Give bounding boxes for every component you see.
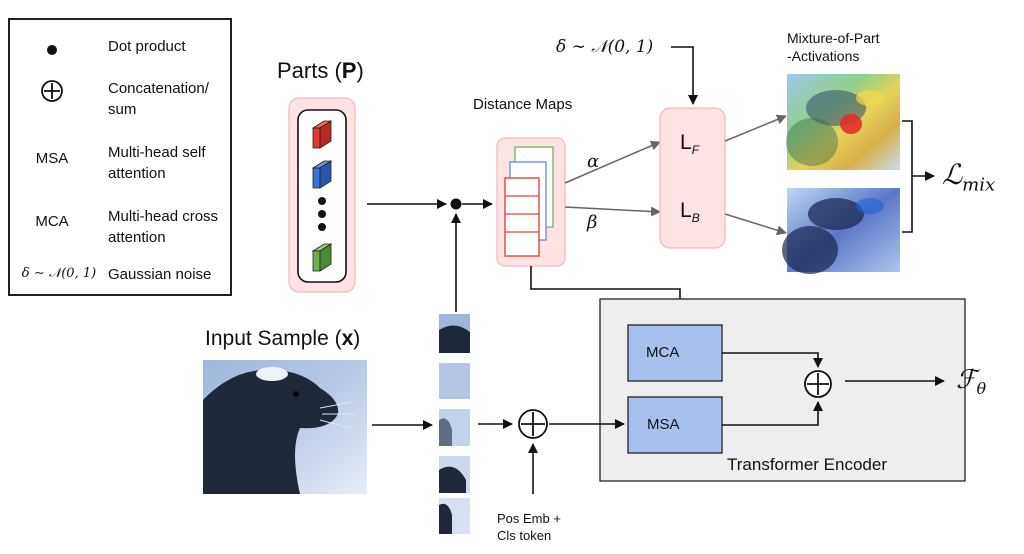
input-sample-image (203, 360, 367, 494)
mca-label: MCA (646, 344, 680, 361)
part-cube-blue (311, 160, 333, 189)
legend-msa-description: Multi-head self attention (108, 144, 206, 182)
legend-mca-symbol: MCA (35, 213, 69, 230)
mca-block (627, 324, 723, 382)
pos-emb-label: Pos Emb + Cls token (497, 511, 561, 543)
parts-title: Parts (P) (277, 58, 364, 83)
legend-noise-symbol: δ ∼ 𝒩(0, 1) (21, 266, 97, 281)
patch-sequence (439, 314, 470, 534)
activation-map-foreground (786, 74, 900, 170)
noise-label: δ ∼ 𝒩(0, 1) (556, 37, 654, 57)
lb-label: LB (680, 199, 700, 226)
arrow-mca-to-sum (722, 352, 823, 368)
activation-map-background (782, 188, 900, 274)
input-sample-title: Input Sample (x) (205, 327, 361, 350)
ellipsis-dots (318, 197, 326, 231)
loss-branches-box (659, 107, 726, 249)
msa-label: MSA (647, 416, 680, 433)
legend-noise-description: Gaussian noise (108, 266, 212, 283)
legend-dot-description: Dot product (108, 38, 186, 55)
distance-maps-label: Distance Maps (473, 96, 573, 113)
msa-block (627, 396, 723, 454)
part-cube-red (311, 120, 333, 149)
arrow-maps-to-lf (564, 140, 661, 184)
arrow-noise-to-lf (671, 46, 698, 105)
legend-concat-description: Concatenation/ sum (108, 80, 209, 118)
circled-plus-icon (22, 78, 82, 108)
lf-label: LF (680, 131, 700, 158)
concat-node (518, 409, 548, 439)
part-cube-green (311, 243, 333, 272)
arrow-lb-to-activation (724, 213, 787, 236)
distance-maps-box (496, 137, 566, 267)
arrow-maps-to-lb (564, 206, 661, 217)
bracket-activations (902, 120, 913, 233)
alpha-label: α (587, 151, 600, 172)
arrow-lf-to-activation (724, 114, 787, 142)
legend-box: Dot product Concatenation/ sum MSA Multi… (8, 18, 232, 296)
dot-icon (22, 40, 82, 64)
beta-label: β (587, 212, 598, 233)
legend-mca-description: Multi-head cross attention (108, 208, 219, 246)
dot-product-node (450, 198, 462, 210)
lmix-label: ℒmix (942, 158, 996, 196)
output-label: ℱθ (956, 365, 987, 399)
arrow-msa-to-sum (722, 401, 823, 426)
legend-msa-symbol: MSA (35, 150, 69, 167)
mixture-title: Mixture-of-Part -Activations (787, 30, 880, 64)
encoder-sum-node (804, 370, 832, 398)
parts-box (288, 97, 356, 293)
transformer-encoder-label: Transformer Encoder (727, 455, 887, 474)
